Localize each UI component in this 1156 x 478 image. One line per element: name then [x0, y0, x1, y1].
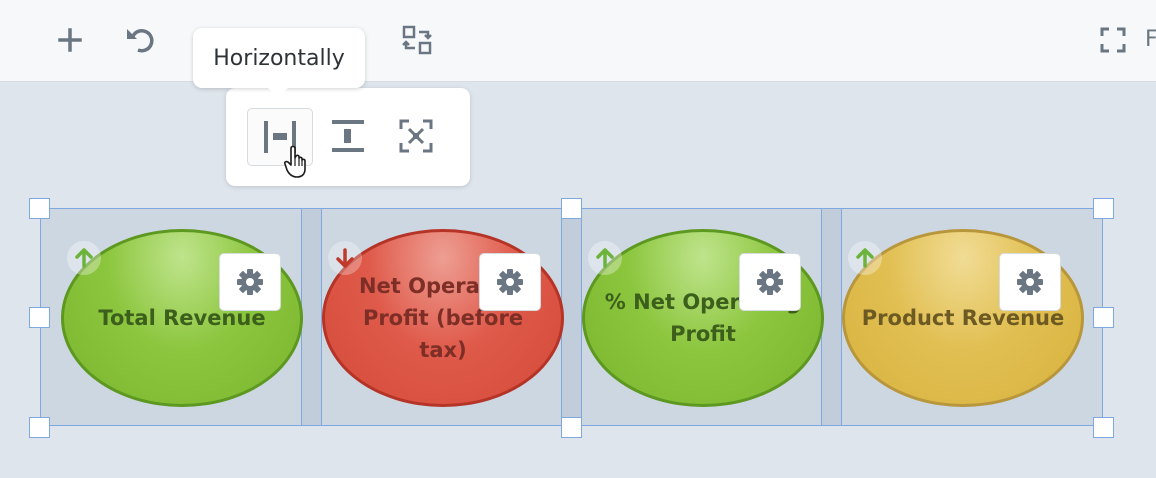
resize-handle-right[interactable] — [1093, 307, 1114, 328]
selection-frame — [40, 208, 1103, 426]
settings-gear-button[interactable] — [479, 253, 541, 311]
swap-icon[interactable] — [399, 22, 435, 58]
widget-gap — [301, 208, 322, 426]
align-vertical-icon — [332, 120, 364, 152]
resize-handle-bottom[interactable] — [561, 417, 582, 438]
plus-icon[interactable] — [52, 22, 88, 58]
align-popup — [226, 88, 470, 186]
gear-icon — [1017, 269, 1043, 295]
kpi-widget-pct-net-operating-profit[interactable]: % Net Operating Profit — [581, 208, 824, 426]
kpi-widget-total-revenue[interactable]: Total Revenue — [40, 208, 303, 426]
gear-icon — [497, 269, 523, 295]
fullscreen-icon[interactable] — [1095, 22, 1131, 58]
trend-up-icon — [848, 241, 882, 275]
align-horizontal-button[interactable] — [247, 108, 313, 166]
gear-icon — [237, 269, 263, 295]
settings-gear-button[interactable] — [739, 253, 801, 311]
gear-icon — [757, 269, 783, 295]
settings-gear-button[interactable] — [219, 253, 281, 311]
align-vertical-button[interactable] — [316, 108, 380, 164]
trend-down-icon — [328, 241, 362, 275]
fit-button[interactable] — [384, 108, 448, 164]
resize-handle-left[interactable] — [29, 307, 50, 328]
undo-icon[interactable] — [122, 22, 158, 58]
kpi-widget-product-revenue[interactable]: Product Revenue — [841, 208, 1103, 426]
top-toolbar: F — [0, 0, 1156, 82]
align-horizontal-icon — [264, 121, 296, 153]
resize-handle-top[interactable] — [561, 198, 582, 219]
trend-up-icon — [67, 241, 101, 275]
kpi-widget-net-operating-profit[interactable]: Net Operating Profit (before tax) — [321, 208, 564, 426]
hand-cursor-icon — [283, 145, 306, 178]
widget-gap — [821, 208, 842, 426]
tooltip: Horizontally — [193, 28, 365, 98]
resize-handle-top-right[interactable] — [1093, 198, 1114, 219]
resize-handle-top-left[interactable] — [29, 198, 50, 219]
fit-icon — [399, 119, 433, 153]
settings-gear-button[interactable] — [999, 253, 1061, 311]
kpi-ellipse: Product Revenue — [842, 229, 1084, 407]
resize-handle-bottom-left[interactable] — [29, 417, 50, 438]
trend-up-icon — [588, 241, 622, 275]
fullscreen-label[interactable]: F — [1145, 27, 1156, 52]
resize-handle-bottom-right[interactable] — [1093, 417, 1114, 438]
widget-gap — [561, 208, 582, 426]
